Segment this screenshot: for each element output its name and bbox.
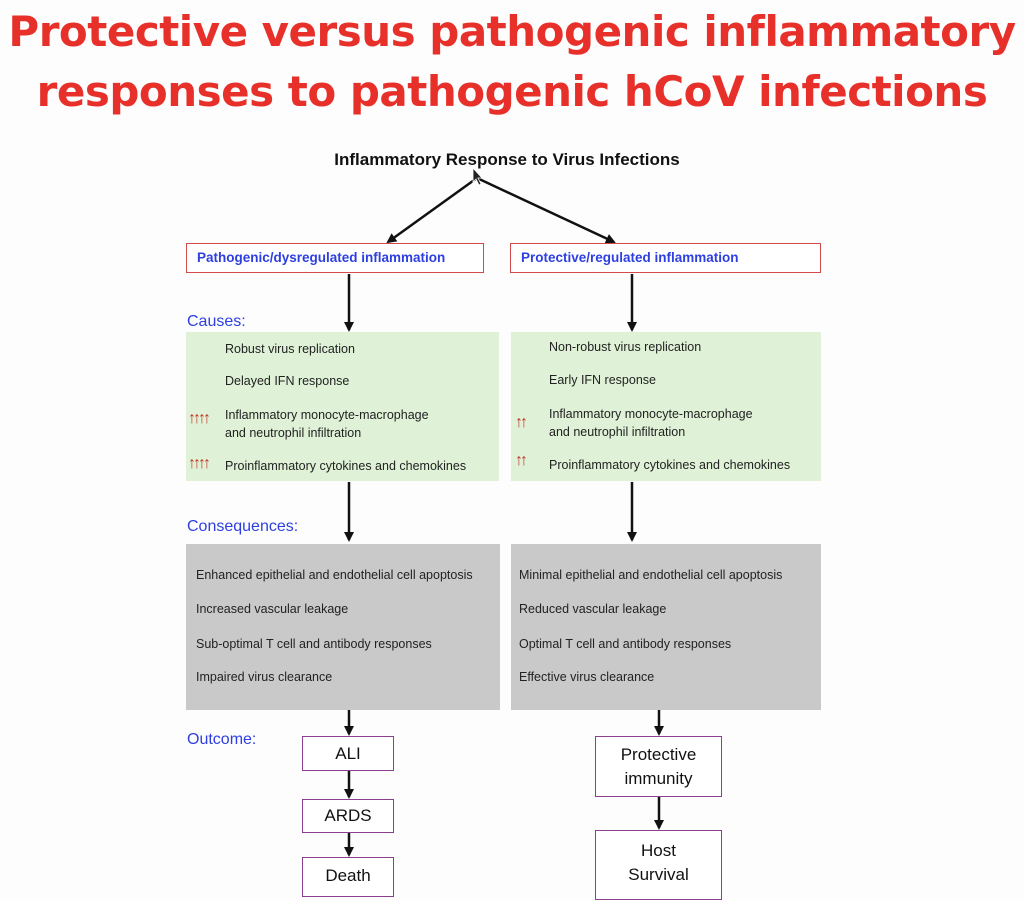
slide-title-line-1: Protective versus pathogenic inflammator… xyxy=(8,7,1016,56)
left-consequence-item: Enhanced epithelial and endothelial cell… xyxy=(196,568,473,582)
left-cause-item: Proinflammatory cytokines and chemokines xyxy=(225,459,467,473)
left-causes-box: Robust virus replication Delayed IFN res… xyxy=(186,332,499,481)
outcome-ards-box: ARDS xyxy=(302,799,394,833)
increase-arrows-icon: ↑↑ xyxy=(515,414,528,431)
arrow-heading-to-right xyxy=(476,176,616,244)
right-cause-item: and neutrophil infiltration xyxy=(549,425,686,439)
arrow-heading-to-left xyxy=(386,176,478,244)
right-consequence-item: Optimal T cell and antibody responses xyxy=(519,637,732,651)
right-cause-item: Non-robust virus replication xyxy=(549,340,702,354)
right-consequences-box: Minimal epithelial and endothelial cell … xyxy=(511,544,821,710)
right-causes-box: Non-robust virus replication Early IFN r… xyxy=(511,332,821,481)
left-cause-item: Robust virus replication xyxy=(225,342,355,356)
increase-arrows-icon: ↑↑ xyxy=(515,452,528,469)
left-consequences-box: Enhanced epithelial and endothelial cell… xyxy=(186,544,500,710)
right-consequence-item: Reduced vascular leakage xyxy=(519,602,667,616)
right-consequence-item: Minimal epithelial and endothelial cell … xyxy=(519,568,783,582)
outcome-ali-box: ALI xyxy=(302,736,394,771)
diagram-heading: Inflammatory Response to Virus Infection… xyxy=(334,150,680,169)
increase-arrows-icon: ↑↑↑↑ xyxy=(188,410,211,427)
left-consequence-item: Sub-optimal T cell and antibody response… xyxy=(196,637,432,651)
right-branch-box: Protective/regulated inflammation xyxy=(510,243,821,273)
right-cause-item: Early IFN response xyxy=(549,373,656,387)
outcome-protective-immunity-box: Protective immunity xyxy=(595,736,722,797)
right-cause-item: Inflammatory monocyte-macrophage xyxy=(549,407,753,421)
right-consequence-item: Effective virus clearance xyxy=(519,670,655,684)
outcome-label: Outcome: xyxy=(187,731,257,748)
left-cause-item: and neutrophil infiltration xyxy=(225,426,362,440)
causes-label: Causes: xyxy=(187,313,246,330)
outcome-host-survival-box: Host Survival xyxy=(595,830,722,900)
slide-title: Protective versus pathogenic inflammator… xyxy=(0,2,1024,122)
left-cause-item: Inflammatory monocyte-macrophage xyxy=(225,408,429,422)
left-branch-box: Pathogenic/dysregulated inflammation xyxy=(186,243,484,273)
consequences-label: Consequences: xyxy=(187,518,299,535)
left-cause-item: Delayed IFN response xyxy=(225,374,350,388)
left-consequence-item: Increased vascular leakage xyxy=(196,602,349,616)
right-cause-item: Proinflammatory cytokines and chemokines xyxy=(549,458,791,472)
slide-title-line-2: responses to pathogenic hCoV infections xyxy=(36,67,988,116)
mouse-cursor-icon xyxy=(472,166,483,186)
left-consequence-item: Impaired virus clearance xyxy=(196,670,333,684)
increase-arrows-icon: ↑↑↑↑ xyxy=(188,455,211,472)
outcome-death-box: Death xyxy=(302,857,394,897)
